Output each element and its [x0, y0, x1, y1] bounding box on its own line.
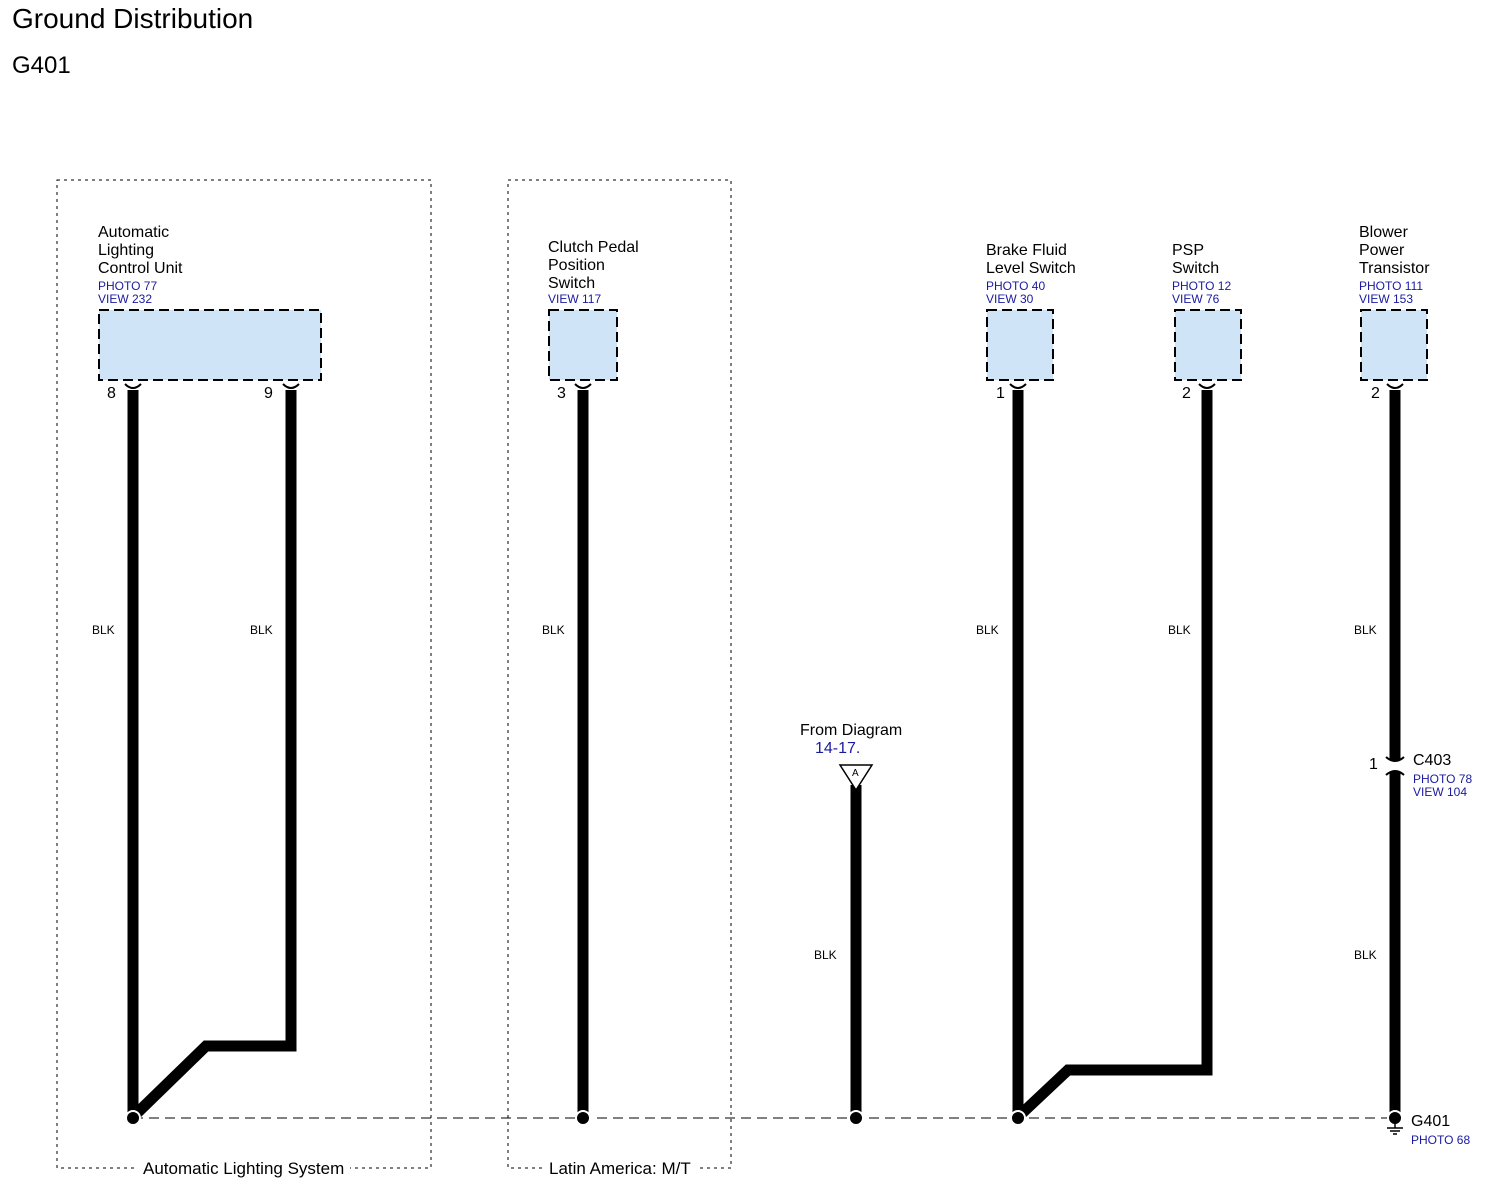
group-caption-latin-america: Latin America: M/T — [543, 1159, 697, 1179]
splice-dot — [848, 1110, 864, 1126]
from-diagram-reference-link[interactable]: 14-17. — [815, 740, 861, 757]
component-box-psp — [1174, 309, 1242, 381]
component-name-line: Position — [548, 257, 605, 274]
blower-photo-link[interactable]: PHOTO 111 — [1359, 279, 1424, 293]
psp-photo-link[interactable]: PHOTO 12 — [1172, 279, 1232, 293]
wire-alcu-pin9 — [129, 390, 297, 1121]
c403-photo-link[interactable]: PHOTO 78 — [1413, 772, 1473, 786]
component-box-brake — [986, 309, 1054, 381]
wire-color-label: BLK — [976, 623, 999, 637]
component-name-line: Switch — [548, 275, 596, 292]
ground-icon — [1387, 1122, 1403, 1135]
component-name-line: Transistor — [1359, 260, 1430, 277]
wire-color-label: BLK — [1354, 948, 1377, 962]
wire-color-label: BLK — [1354, 623, 1377, 637]
component-name-line: Power — [1359, 242, 1405, 259]
component-box-alcu — [98, 309, 322, 381]
component-label-brake: Brake Fluid Level Switch — [986, 242, 1076, 278]
c403-label: C403 — [1413, 752, 1452, 769]
pin-number: 1 — [996, 385, 1005, 402]
connector-a-triangle — [838, 764, 874, 792]
group-caption-automatic-lighting: Automatic Lighting System — [137, 1159, 351, 1179]
wire-psp-pin2 — [1014, 390, 1213, 1122]
component-box-clutch — [548, 309, 618, 381]
clutch-view-link[interactable]: VIEW 117 — [548, 292, 602, 306]
blower-view-link[interactable]: VIEW 153 — [1359, 292, 1414, 306]
ground-photo-link[interactable]: PHOTO 68 — [1411, 1133, 1471, 1147]
component-name-line: Brake Fluid — [986, 242, 1067, 259]
connector-c403-symbol — [1385, 756, 1405, 776]
component-name-line: Control Unit — [98, 260, 183, 277]
ground-label: G401 — [1411, 1113, 1451, 1130]
brake-photo-link[interactable]: PHOTO 40 — [986, 279, 1046, 293]
wire-color-label: BLK — [92, 623, 115, 637]
component-label-clutch: Clutch Pedal Position Switch — [548, 239, 639, 293]
component-name-line: PSP — [1172, 242, 1205, 259]
splice-dot — [1010, 1110, 1026, 1126]
alcu-view-link[interactable]: VIEW 232 — [98, 292, 153, 306]
pin-hook — [574, 383, 592, 389]
ground-id-subtitle: G401 — [12, 52, 71, 79]
component-name-line: Clutch Pedal — [548, 239, 639, 256]
group-box-latin-america — [507, 179, 732, 1169]
pin-hook — [124, 383, 142, 389]
component-name-line: Level Switch — [986, 260, 1076, 277]
wire-color-label: BLK — [250, 623, 273, 637]
splice-dot — [125, 1110, 141, 1126]
pin-number: 9 — [264, 385, 273, 402]
component-name-line: Blower — [1359, 224, 1408, 241]
pin-hook — [282, 383, 300, 389]
wire-color-label: BLK — [542, 623, 565, 637]
c403-view-link[interactable]: VIEW 104 — [1413, 785, 1468, 799]
from-diagram-label: From Diagram — [800, 722, 903, 739]
component-label-alcu: Automatic Lighting Control Unit — [98, 224, 182, 278]
pin-number: 3 — [557, 385, 566, 402]
c403-pin-number: 1 — [1369, 756, 1378, 773]
wire-color-label: BLK — [814, 948, 837, 962]
connector-a-letter: A — [852, 768, 859, 779]
splice-dot — [575, 1110, 591, 1126]
component-name-line: Automatic — [98, 224, 170, 241]
pin-hook — [1198, 383, 1216, 389]
pin-number: 2 — [1371, 385, 1380, 402]
page-title: Ground Distribution — [12, 3, 254, 34]
wire-color-label: BLK — [1168, 623, 1191, 637]
pin-hook — [1386, 383, 1404, 389]
component-name-line: Switch — [1172, 260, 1220, 277]
alcu-photo-link[interactable]: PHOTO 77 — [98, 279, 158, 293]
component-label-blower: Blower Power Transistor — [1359, 224, 1430, 278]
pin-hook — [1009, 383, 1027, 389]
component-box-blower — [1360, 309, 1428, 381]
brake-view-link[interactable]: VIEW 30 — [986, 292, 1034, 306]
pin-number: 8 — [107, 385, 116, 402]
pin-number: 2 — [1182, 385, 1191, 402]
component-label-psp: PSP Switch — [1172, 242, 1219, 278]
component-name-line: Lighting — [98, 242, 155, 259]
psp-view-link[interactable]: VIEW 76 — [1172, 292, 1220, 306]
